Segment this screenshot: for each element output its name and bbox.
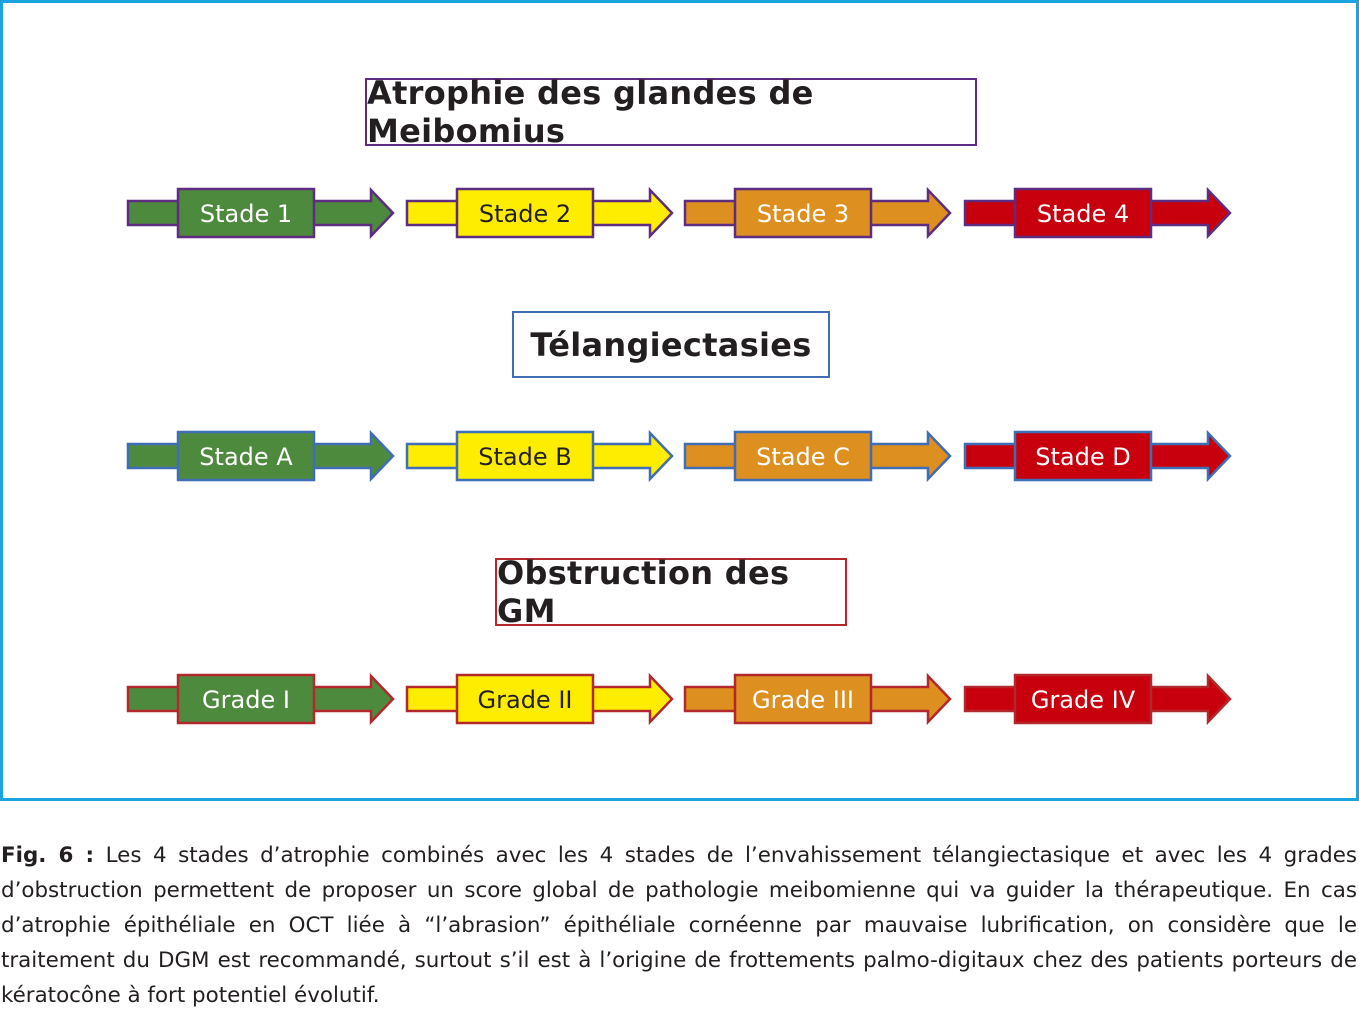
stage-arrow-telangiectasies-3: Stade C (683, 429, 952, 483)
stage-label: Stade D (1035, 443, 1130, 471)
stage-arrow-atrophie-3: Stade 3 (683, 186, 952, 240)
stage-arrow-telangiectasies-1: Stade A (126, 429, 395, 483)
stage-label-box (1013, 430, 1153, 482)
stage-label-box (176, 430, 316, 482)
stage-label: Stade 1 (200, 200, 292, 228)
stage-label: Grade IV (1031, 686, 1136, 714)
stage-arrows: Stade 1 Stade 2 Stade 3 Stade 4 Stade A Stade… (126, 186, 1232, 726)
stage-label-box (455, 187, 595, 239)
caption-label: Fig. 6 : (1, 843, 95, 868)
stage-arrow-telangiectasies-2: Stade B (405, 429, 674, 483)
stage-arrow-telangiectasies-4: Stade D (963, 429, 1232, 483)
stage-label: Grade II (478, 686, 573, 714)
section-title-obstruction: Obstruction des GM (495, 554, 847, 630)
stage-label: Stade B (478, 443, 571, 471)
diagram-frame (0, 0, 1359, 801)
stage-label-box (455, 430, 595, 482)
stage-arrow-obstruction-1: Grade I (126, 672, 395, 726)
stage-arrow-obstruction-4: Grade IV (963, 672, 1232, 726)
stage-label: Stade C (756, 443, 850, 471)
figure-caption: Fig. 6 : Les 4 stades d’atrophie combiné… (1, 838, 1357, 1013)
stage-arrow-atrophie-1: Stade 1 (126, 186, 395, 240)
stage-label-box (733, 187, 873, 239)
stage-arrow-atrophie-2: Stade 2 (405, 186, 674, 240)
stage-label: Stade 3 (757, 200, 849, 228)
stage-label: Grade I (202, 686, 290, 714)
stage-label: Stade A (199, 443, 293, 471)
section-title-atrophie: Atrophie des glandes de Meibomius (365, 74, 977, 150)
caption-text: Les 4 stades d’atrophie combinés avec le… (1, 843, 1358, 1008)
stage-label-box (1013, 187, 1153, 239)
stage-label-box (176, 187, 316, 239)
stage-label-box (733, 673, 873, 725)
section-title-telangiectasies: Télangiectasies (512, 311, 830, 378)
stage-label-box (733, 430, 873, 482)
stage-arrow-atrophie-4: Stade 4 (963, 186, 1232, 240)
stage-label-box (176, 673, 316, 725)
stage-arrow-obstruction-2: Grade II (405, 672, 674, 726)
stage-arrow-obstruction-3: Grade III (683, 672, 952, 726)
stage-label-box (455, 673, 595, 725)
stage-label: Grade III (752, 686, 854, 714)
stage-label-box (1013, 673, 1153, 725)
stage-label: Stade 4 (1037, 200, 1129, 228)
stage-label: Stade 2 (479, 200, 571, 228)
